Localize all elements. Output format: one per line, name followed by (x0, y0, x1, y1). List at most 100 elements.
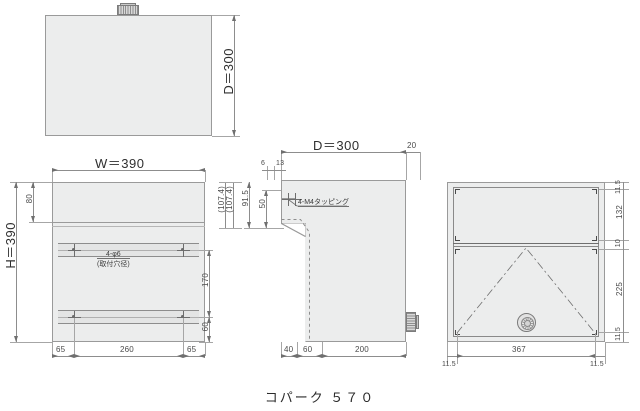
front-view-topband-arrow-up (30, 182, 35, 188)
side-view-40-label: 40 (284, 345, 294, 354)
rear-115-top-label: 11.5 (615, 180, 622, 194)
front-view-170-ext-bottom (199, 317, 213, 318)
side-view-20-label: 20 (407, 141, 417, 150)
front-view-ext-h-bottom (10, 342, 52, 343)
rear-ext-a (605, 182, 629, 183)
connector-cap-icon (120, 3, 136, 6)
side-view-base-ext-3 (322, 342, 323, 356)
front-view-height-arrow-down (13, 336, 18, 342)
rear-right-dimline (623, 182, 624, 342)
rear-view-divider-2 (453, 246, 599, 247)
side-view-915-arrow-up (246, 182, 251, 188)
front-view-base-dimline (52, 356, 205, 357)
side-view-base-arrow-e (322, 353, 328, 358)
tapping-callout-text: 4-M4タッピング (298, 199, 349, 207)
front-view-base-arrow-b (68, 353, 74, 358)
front-view-width-label: W＝390 (95, 156, 145, 171)
front-view-base-left-label: 65 (56, 345, 66, 354)
front-view-base-arrow-e (183, 353, 189, 358)
rear-corner-lr-icon (592, 236, 597, 241)
top-view-body (45, 15, 212, 136)
mounting-hole-callout: 4-φ6 (取付穴径) (97, 251, 130, 269)
front-view-seam (52, 222, 205, 223)
rear-base-dimline (447, 356, 605, 357)
side-view-20-ext (420, 152, 421, 180)
mounting-hole-lower-right (181, 315, 184, 318)
rear-225-label: 225 (615, 282, 624, 296)
rear-corner2-ul-icon (455, 249, 460, 254)
side-view-depth-arrow-right (400, 149, 406, 154)
side-view-depth-dimline (281, 152, 406, 153)
rear-corner-ul-icon (455, 189, 460, 194)
front-view-width-arrow-right (199, 167, 205, 172)
rear-base-arrow-a (457, 353, 463, 358)
front-view-topband-ext (29, 222, 52, 223)
lock-knob-core-icon (524, 320, 531, 327)
side-view-base-arrow-c (297, 353, 303, 358)
front-view-topband-label: 80 (25, 194, 34, 204)
front-view-height-arrow-up (13, 182, 18, 188)
side-view-base-arrow-f (400, 353, 406, 358)
front-view-ext-right (205, 170, 206, 182)
front-view-height-label: H＝390 (3, 222, 18, 269)
front-view-topband-arrow-down (30, 216, 35, 222)
top-view-depth-arrow-up (231, 15, 236, 21)
side-view-ext-right (406, 152, 407, 180)
side-view-50-ext-top (262, 190, 282, 191)
front-view-170-dimline (209, 250, 210, 317)
front-view-seam-2 (52, 226, 205, 227)
side-view-50-arrow-down (263, 222, 268, 228)
rear-ext-f (605, 342, 629, 343)
side-view-20-dimline (406, 152, 420, 153)
top-view-depth-dimline (234, 15, 235, 136)
side-view-depth-label: D＝300 (313, 138, 360, 153)
side-view-depth-arrow-left (281, 149, 287, 154)
mounting-hole-callout-line1: 4-φ6 (97, 251, 130, 259)
side-view-ref-ext-top (228, 182, 242, 183)
rear-10-label: 10 (615, 239, 622, 248)
front-view-ref-dimline (225, 182, 226, 228)
front-view-60-ext-bottom (199, 342, 213, 343)
front-view-60-label: 60 (201, 322, 210, 332)
front-view-170-arrow-up (206, 250, 211, 256)
front-view-rail-upper-line (58, 250, 199, 251)
rear-view-inner-frame (453, 187, 599, 337)
front-view-base-arrow-a (52, 353, 58, 358)
rear-base-arrow-b (589, 353, 595, 358)
front-view-ref-ext-top (219, 182, 231, 183)
front-view-60-dimline (209, 317, 210, 342)
rear-corner2-lr-icon (592, 330, 597, 335)
side-view-6-label: 6 (261, 160, 266, 167)
mounting-hole-upper-right (181, 248, 184, 251)
side-view-base-arrow-a (281, 353, 287, 358)
side-view-base-dimline (281, 356, 406, 357)
rear-view-divider (453, 243, 599, 244)
side-view-6-13-dimline (262, 170, 286, 171)
side-view-base-ext-4 (406, 342, 407, 356)
side-view-60-label: 60 (303, 345, 313, 354)
side-view-base-arrow-d (316, 353, 322, 358)
side-view-base-ext-2 (297, 342, 298, 356)
drawing-title: コパーク ５７０ (264, 390, 376, 405)
rear-132-label: 132 (615, 205, 624, 219)
side-view-base-arrow-b (291, 353, 297, 358)
front-view-base-ext-4 (205, 342, 206, 356)
rear-corner-ll-icon (455, 236, 460, 241)
front-view-170-label: 170 (201, 273, 210, 287)
side-view-6-ext-a (267, 166, 268, 180)
top-view-depth-label: D＝300 (221, 48, 236, 95)
side-view-ref-ext-bottom (228, 228, 242, 229)
side-view-50-dimline (266, 190, 267, 228)
tapping-hole-1-icon (282, 193, 295, 206)
side-view-ref-dimline (233, 182, 234, 228)
rear-ext-d (599, 249, 629, 250)
front-view-width-arrow-left (52, 167, 58, 172)
top-view-depth-arrow-down (231, 130, 236, 136)
side-view-915-dimline (249, 182, 250, 228)
lock-knob-icon (517, 313, 536, 332)
side-connector-cap-icon (416, 315, 419, 329)
side-view-50-ext-bottom (244, 228, 284, 229)
rear-base-ext-4 (605, 342, 606, 364)
rear-115-bottom-label: 11.5 (615, 327, 622, 341)
